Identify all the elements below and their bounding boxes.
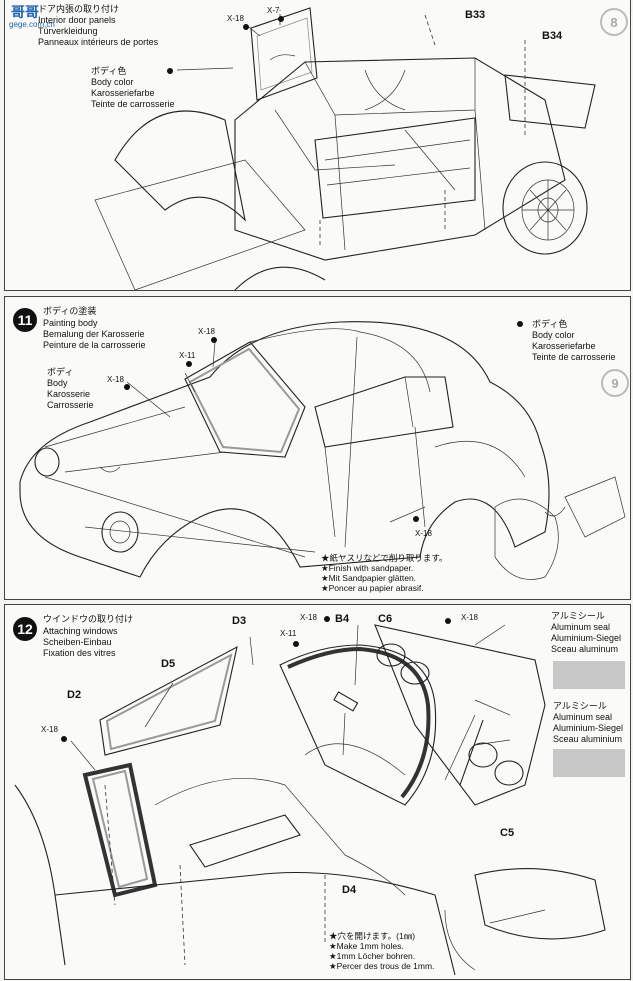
paint-marker-dot: [293, 641, 299, 647]
step-number-badge: 12: [13, 617, 37, 641]
seal1-jp: アルミシール: [551, 611, 605, 621]
color-note-en: Body color: [91, 77, 134, 87]
paint-x18: X-18: [300, 613, 317, 622]
part-c5: C5: [500, 827, 515, 839]
body-note-de: Karosserie: [47, 389, 91, 399]
part-d2: D2: [67, 689, 82, 701]
title-de: Türverkleidung: [38, 26, 98, 36]
step-interior-door-panels: 哥哥 gege.com.cn ドア内張の取り付け Interior door p…: [4, 0, 631, 291]
paint-marker-dot: [413, 516, 419, 522]
aluminum-seal-swatch: [553, 661, 625, 689]
title-en: Painting body: [43, 318, 98, 328]
part-d4: D4: [342, 884, 357, 896]
color-note-de: Karosseriefarbe: [532, 341, 596, 351]
seal2-fr: Sceau aluminium: [553, 734, 623, 744]
holes-note-en: ★Make 1mm holes.: [329, 941, 404, 951]
sand-note-en: ★Finish with sandpaper.: [321, 563, 414, 573]
seal2-de: Aluminium-Siegel: [553, 723, 624, 733]
paint-x11: X-11: [179, 351, 196, 360]
seal2-jp: アルミシール: [553, 701, 607, 711]
paint-marker-dot: [324, 616, 330, 622]
holes-note-fr: ★Percer des trous de 1mm.: [329, 961, 435, 971]
color-note-fr: Teinte de carrosserie: [532, 352, 616, 362]
paint-x18: X-18: [198, 327, 215, 336]
title-fr: Peinture de la carrosserie: [43, 340, 146, 350]
body-painting-illustration: [19, 321, 626, 580]
part-b33: B33: [465, 9, 486, 21]
paint-marker-dot: [167, 68, 173, 74]
paint-marker-dot: [445, 618, 451, 624]
part-d3: D3: [232, 615, 247, 627]
color-note-fr: Teinte de carrosserie: [91, 99, 175, 109]
part-b4: B4: [335, 613, 350, 625]
sand-note-de: ★Mit Sandpapier glätten.: [321, 573, 417, 583]
site-logo: 哥哥: [11, 4, 39, 20]
title-de: Bemalung der Karosserie: [43, 329, 145, 339]
aluminum-seal-swatch: [553, 749, 625, 777]
site-url: gege.com.cn: [9, 20, 55, 29]
part-c6: C6: [378, 613, 393, 625]
paint-x18: X-18: [107, 375, 124, 384]
color-note-en: Body color: [532, 330, 575, 340]
title-en: Interior door panels: [38, 15, 116, 25]
title-fr: Fixation des vitres: [43, 648, 116, 658]
step-number-ghost: 8: [600, 8, 628, 36]
title-en: Attaching windows: [43, 626, 118, 636]
step-12-attaching-windows: 12 ウインドウの取り付け Attaching windows Scheiben…: [4, 604, 631, 980]
body-note-jp: ボディ: [47, 367, 74, 377]
paint-marker-dot: [186, 361, 192, 367]
title-jp: ウインドウの取り付け: [43, 614, 134, 624]
step-number-ghost: 9: [601, 369, 629, 397]
paint-marker-dot: [278, 16, 284, 22]
paint-marker-dot: [243, 24, 249, 30]
paint-marker-dot: [124, 384, 130, 390]
sand-note-fr: ★Poncer au papier abrasif.: [321, 583, 424, 593]
title-de: Scheiben-Einbau: [43, 637, 112, 647]
body-note-en: Body: [47, 378, 68, 388]
part-d5: D5: [161, 658, 176, 670]
color-note-jp: ボディ色: [532, 319, 568, 329]
window-fitting-illustration: [14, 624, 606, 976]
title-fr: Panneaux intérieurs de portes: [38, 37, 159, 47]
title-jp: ボディの塗装: [43, 306, 97, 316]
paint-x7: X-7: [267, 6, 280, 15]
paint-x18: X-18: [461, 613, 478, 622]
color-note-de: Karosseriefarbe: [91, 88, 155, 98]
paint-marker-dot: [517, 321, 523, 327]
step-11-painting-body: 11 ボディの塗装 Painting body Bemalung der Kar…: [4, 296, 631, 600]
paint-marker-dot: [211, 337, 217, 343]
door-panel-illustration: [94, 7, 596, 290]
paint-x18: X-18: [227, 14, 244, 23]
seal2-en: Aluminum seal: [553, 712, 613, 722]
title-jp: ドア内張の取り付け: [38, 4, 120, 14]
color-note-jp: ボディ色: [91, 66, 127, 76]
part-b34: B34: [542, 30, 563, 42]
paint-x18: X-18: [41, 725, 58, 734]
seal1-fr: Sceau aluminum: [551, 644, 619, 654]
paint-x11: X-11: [280, 629, 297, 638]
paint-x18: X-18: [415, 529, 432, 538]
seal1-de: Aluminium-Siegel: [551, 633, 622, 643]
holes-note-jp: ★穴を開けます。(1㎜): [329, 931, 416, 941]
step-number-badge: 11: [13, 308, 37, 332]
seal1-en: Aluminum seal: [551, 622, 611, 632]
holes-note-de: ★1mm Löcher bohren.: [329, 951, 416, 961]
sand-note-jp: ★紙ヤスリなどで削り取ります。: [321, 553, 448, 563]
body-note-fr: Carrosserie: [47, 400, 94, 410]
paint-marker-dot: [61, 736, 67, 742]
